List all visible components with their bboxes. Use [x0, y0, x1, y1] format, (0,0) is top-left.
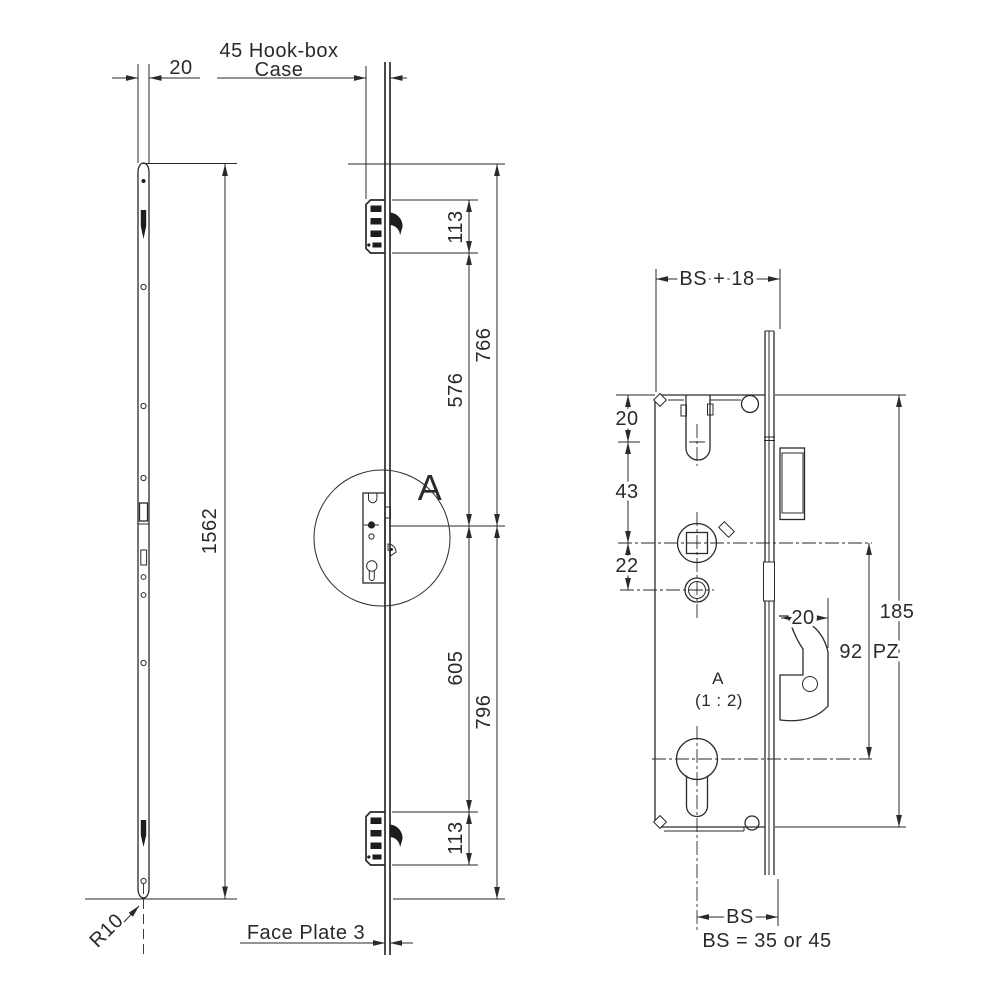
detail-circle-A	[313, 469, 451, 607]
dim-top-hook-height: 113	[445, 210, 467, 243]
hookbox-label-line1: 45 Hook-box	[220, 40, 339, 62]
dim-766: 766	[473, 328, 495, 363]
detail-title: A	[712, 669, 724, 688]
dim-pz-label: PZ	[873, 641, 900, 663]
cylinder-hole-front	[366, 560, 378, 572]
dim-hook-width: 20	[791, 607, 814, 629]
screw-hole-top	[740, 394, 760, 414]
dim-faceplate-width: 20	[169, 57, 192, 79]
dim-bs-plus-18: BS + 18	[679, 268, 754, 290]
note-backset: BS = 35 or 45	[702, 930, 831, 952]
dim-notch-offset: 20	[615, 408, 638, 430]
labels: 20 45 Hook-box Case 1562 113 766 576 605…	[85, 40, 917, 952]
dim-case-height: 185	[880, 601, 915, 623]
top-corner-tab	[652, 392, 668, 408]
detail-faceplate-edge	[763, 330, 775, 875]
top-notch	[685, 395, 711, 461]
detail-scale: (1 : 2)	[695, 691, 743, 710]
label-faceplate-thickness: Face Plate 3	[247, 922, 365, 944]
bottom-corner-tab	[652, 814, 668, 830]
bottom-hook-bolt-side	[140, 820, 147, 847]
screw-hole-bottom	[744, 815, 760, 831]
latch-bolt	[779, 447, 806, 521]
detail-view-a	[616, 269, 906, 930]
spindle-follower	[676, 521, 735, 564]
dim-605: 605	[445, 651, 467, 686]
dim-overall-length: 1562	[199, 508, 221, 555]
dim-bottom-hook-height: 113	[445, 821, 467, 854]
hookbox-label-line2: Case	[255, 59, 304, 81]
lock-case-outline	[654, 394, 765, 828]
faceplate-side-view	[112, 64, 237, 957]
dim-cylinder-offset: 22	[615, 555, 638, 577]
center-hook	[387, 543, 397, 558]
top-hook-bolt-side	[140, 210, 147, 239]
dim-spindle-offset: 43	[615, 481, 638, 503]
central-gearbox	[362, 492, 397, 584]
label-end-radius: R10	[85, 909, 128, 952]
dim-796: 796	[473, 695, 495, 730]
dim-pz-value: 92	[839, 641, 862, 663]
hook-bolt-thrown	[779, 615, 829, 722]
latch-slot	[138, 502, 149, 522]
faceplate-strip	[137, 162, 150, 899]
dim-576: 576	[445, 373, 467, 408]
dim-backset: BS	[726, 906, 754, 928]
faceplate-front-view	[85, 62, 505, 955]
detail-marker-a: A	[418, 467, 443, 508]
keep-slot	[140, 549, 148, 566]
